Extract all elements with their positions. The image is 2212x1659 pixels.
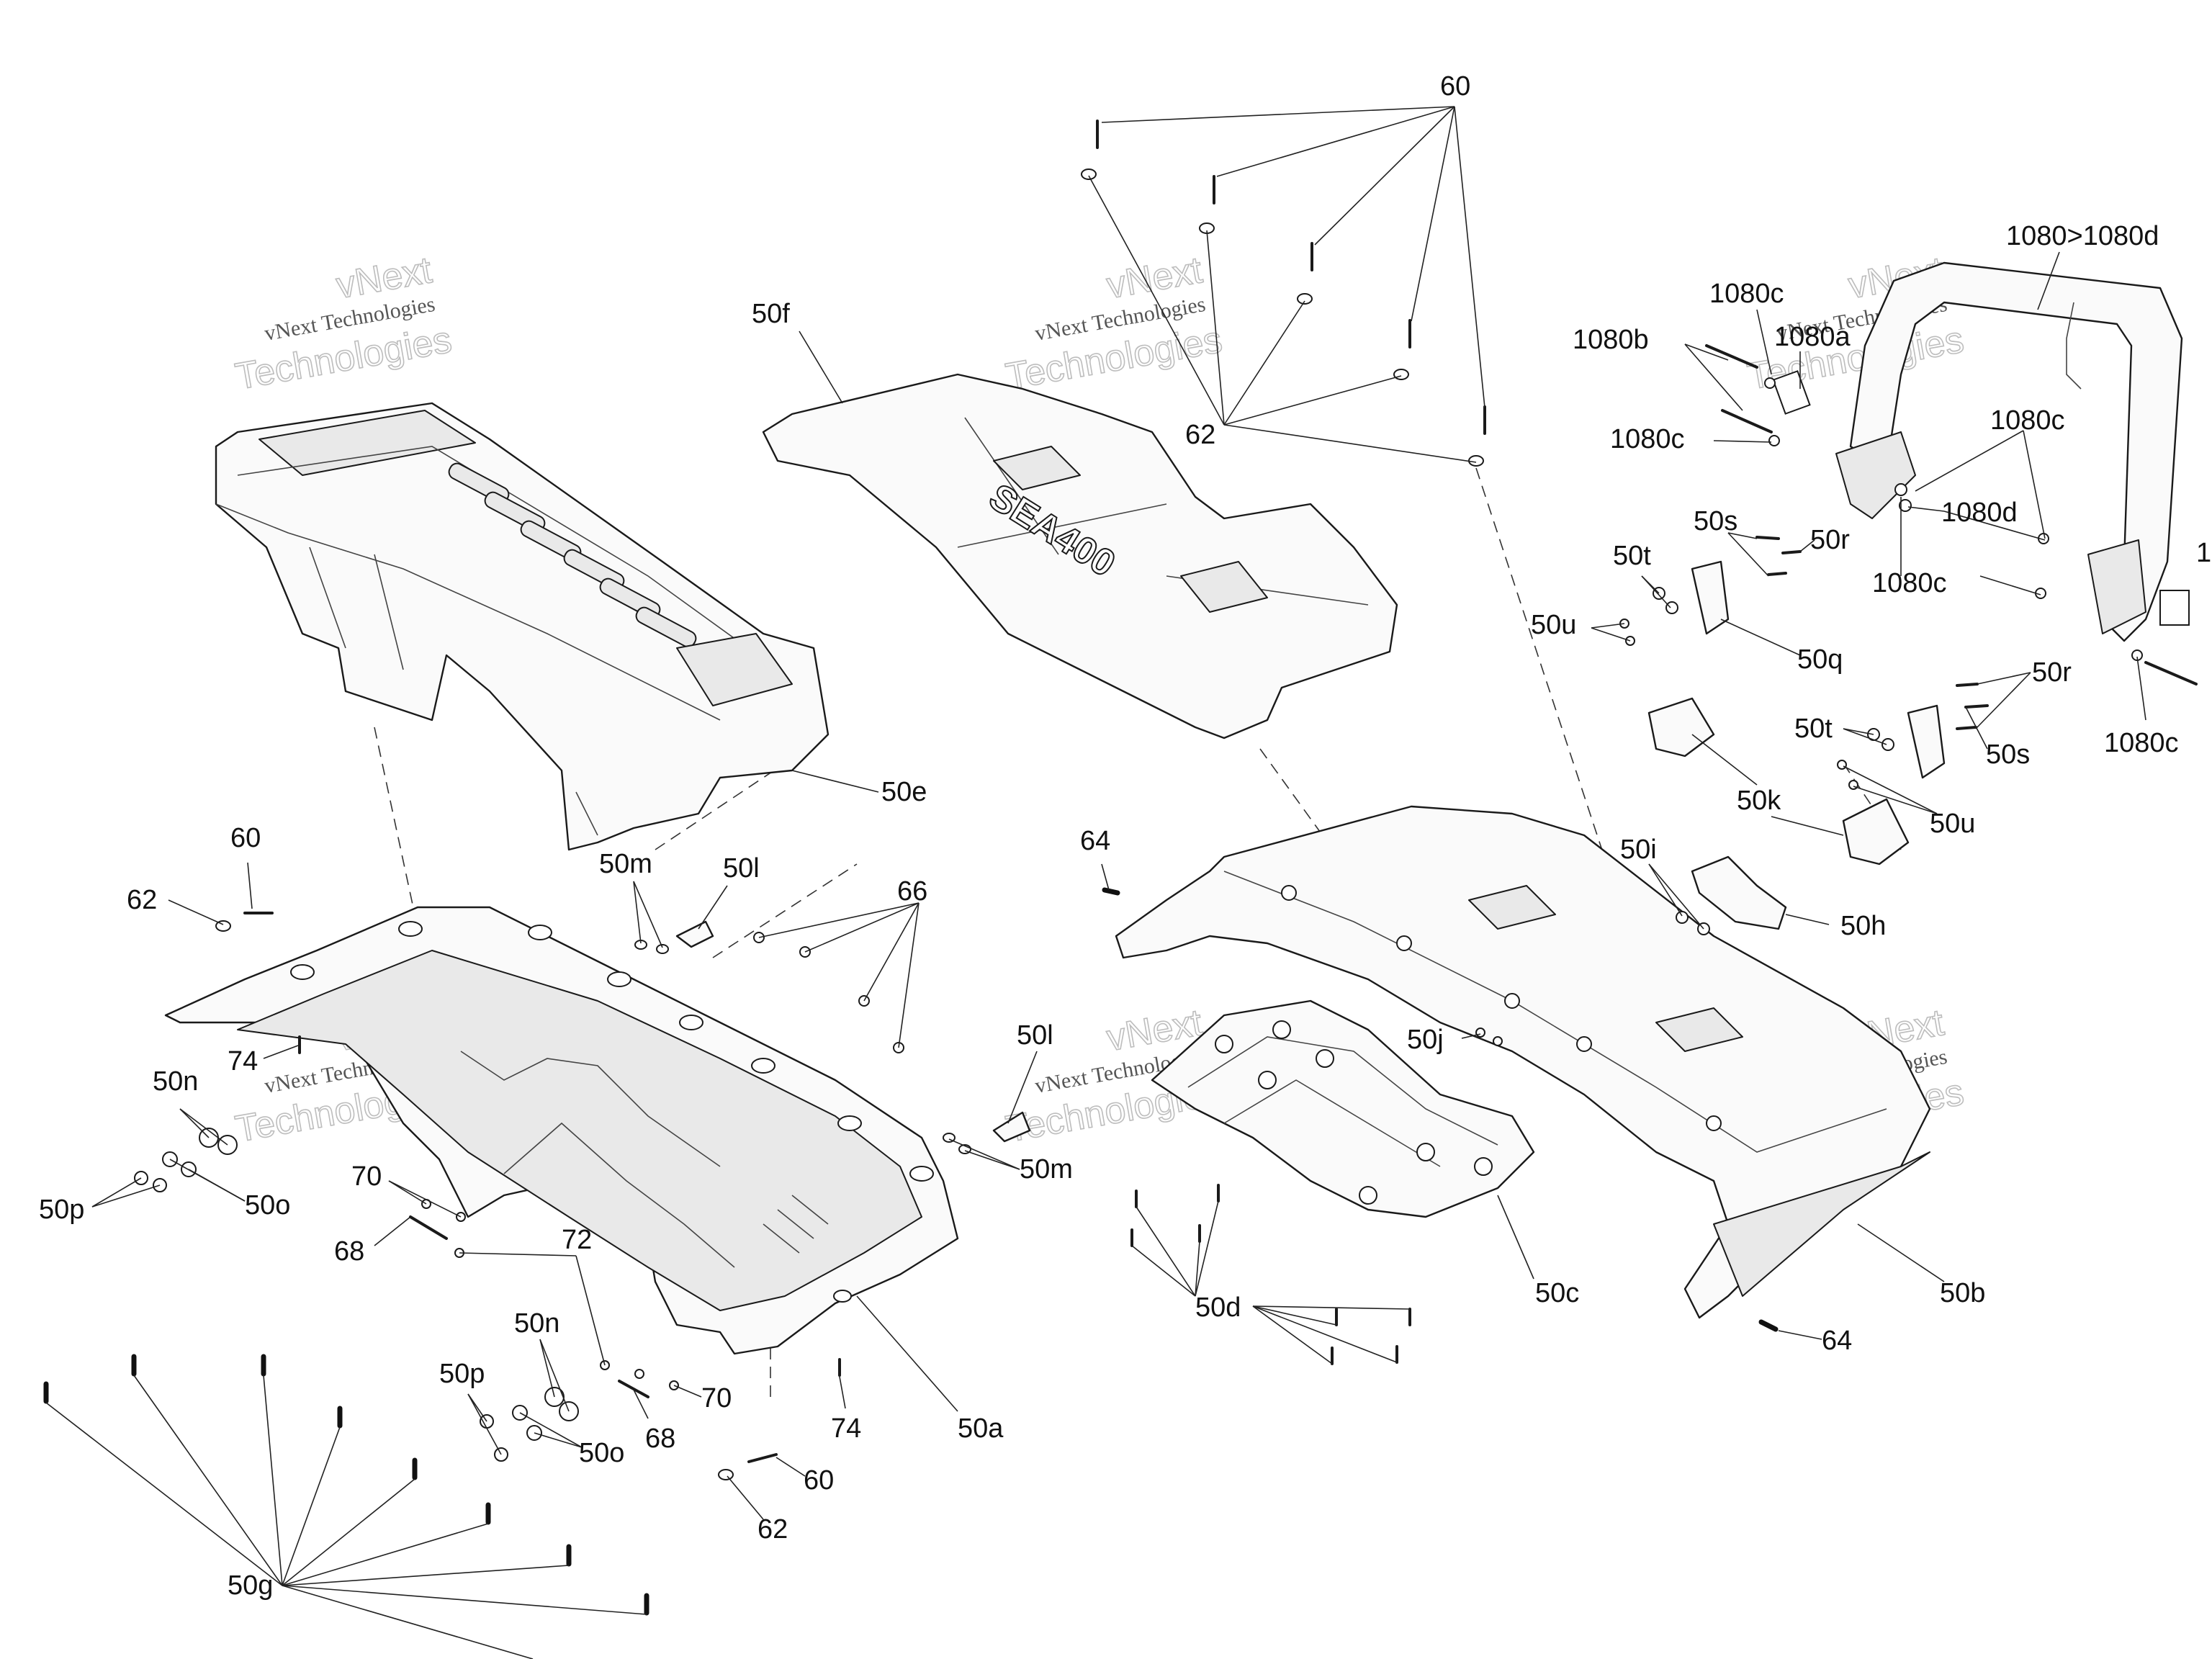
fasteners [43,120,2198,1616]
label-70-b: 70 [701,1383,732,1413]
label-1080c-b: 1080c [1610,424,1685,454]
label-50n-a: 50n [153,1066,198,1097]
part-50l [675,920,1031,1143]
label-50b: 50b [1940,1278,1985,1308]
label-50p-b: 50p [439,1359,485,1389]
label-60-left: 60 [230,823,261,853]
label-72: 72 [562,1225,592,1255]
label-50d: 50d [1195,1292,1241,1323]
label-1080c-e: 1080c [2104,728,2179,758]
label-1080-range: 1080>1080d [2006,221,2159,251]
label-50i: 50i [1620,835,1657,865]
label-64-a: 64 [1080,826,1110,856]
label-50m-b: 50m [1020,1154,1073,1184]
label-66: 66 [897,876,927,907]
label-1080a: 1080a [1774,322,1851,352]
part-50h [1691,855,1787,930]
label-1080c-c: 1080c [1990,405,2065,436]
part-50f-deck-pad: SEA400 [762,373,1398,739]
watermark-1: vNext vNext Technologies Technologies [232,248,456,398]
leader-lines [45,106,2146,1659]
label-62-left: 62 [127,885,157,915]
part-50q [1691,560,1946,779]
label-50u-b: 50u [1930,809,1975,839]
label-50o-a: 50o [245,1190,290,1220]
label-50c: 50c [1535,1278,1579,1308]
label-50r-a: 50r [1810,525,1850,555]
label-50s-b: 50s [1986,739,2030,770]
label-60-bottom: 60 [804,1465,834,1496]
label-62-bottom: 62 [757,1514,788,1545]
label-50h: 50h [1840,911,1886,941]
label-50n-b: 50n [514,1308,559,1339]
part-50c-step-tray [1151,999,1535,1218]
label-60-top: 60 [1440,71,1470,102]
label-74-a: 74 [228,1046,258,1076]
label-62-top: 62 [1185,420,1215,450]
label-50u-a: 50u [1531,610,1576,640]
label-64-b: 64 [1822,1326,1852,1356]
label-68-b: 68 [645,1424,675,1454]
label-50r-b: 50r [2032,657,2072,688]
label-50l-b: 50l [1017,1020,1053,1051]
label-50t-a: 50t [1613,541,1651,571]
label-68-a: 68 [334,1236,364,1267]
label-50l-a: 50l [723,853,760,884]
label-50a: 50a [958,1413,1004,1444]
label-50s-a: 50s [1694,506,1737,536]
callout-labels: 60 62 50f 1080>1080d 1080c 1080a 1080b 1… [39,71,2211,1601]
watermark-2: vNext vNext Technologies Technologies [1002,248,1226,398]
label-70-a: 70 [351,1161,382,1192]
label-1080c-d: 1080c [1872,568,1947,598]
label-1-edge: 1 [2196,538,2211,568]
label-74-b: 74 [831,1413,861,1444]
label-50o-b: 50o [579,1438,624,1468]
label-50f: 50f [752,299,790,329]
label-1080d: 1080d [1941,498,2018,528]
label-50g: 50g [228,1570,273,1601]
label-50t-b: 50t [1794,714,1833,744]
part-1080-grab-handle [1772,261,2190,642]
label-50m-a: 50m [599,849,652,879]
label-50q: 50q [1797,644,1843,675]
label-50j: 50j [1407,1025,1444,1055]
label-50p-a: 50p [39,1195,84,1225]
label-1080b: 1080b [1573,325,1649,355]
part-50k [1647,697,1910,866]
label-1080c-a: 1080c [1709,279,1784,309]
part-50e-cover [215,402,830,851]
label-50k: 50k [1737,786,1781,816]
label-50e: 50e [881,777,927,807]
part-50b-rear-deck [1115,805,1931,1319]
part-50a-tray [164,906,959,1355]
